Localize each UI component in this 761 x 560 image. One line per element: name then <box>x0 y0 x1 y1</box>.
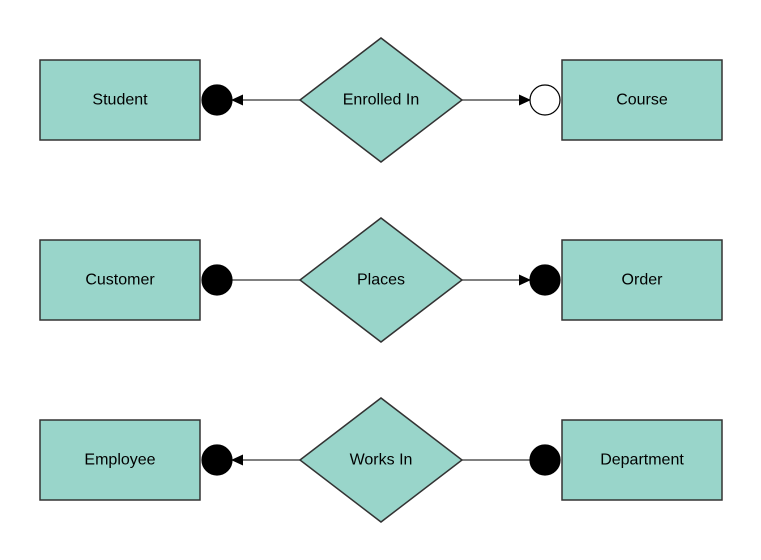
entity-customer-label: Customer <box>85 272 155 289</box>
right-cardinality-circle-filled <box>529 264 561 296</box>
right-cardinality-circle-filled <box>529 444 561 476</box>
right-cardinality-circle-open <box>529 84 561 116</box>
left-arrowhead <box>231 454 243 466</box>
right-arrowhead <box>519 94 531 106</box>
relationship-enrolled-in-label: Enrolled In <box>343 92 420 109</box>
entity-student-label: Student <box>92 92 148 109</box>
relationship-works-in-label: Works In <box>350 452 413 469</box>
entity-student <box>39 59 201 141</box>
left-arrowhead <box>231 94 243 106</box>
entity-order-label: Order <box>622 272 664 289</box>
relationship-row-employee-department: Employee Department Works In <box>39 397 723 523</box>
left-cardinality-circle-filled <box>201 84 233 116</box>
entity-department-label: Department <box>600 452 684 469</box>
entity-course-label: Course <box>616 92 668 109</box>
entity-employee-label: Employee <box>84 452 155 469</box>
right-arrowhead <box>519 274 531 286</box>
left-cardinality-circle-filled <box>201 264 233 296</box>
entity-department <box>561 419 723 501</box>
left-cardinality-circle-filled <box>201 444 233 476</box>
entity-employee <box>39 419 201 501</box>
relationship-places-label: Places <box>357 272 405 289</box>
relationship-row-student-course: Student Course Enrolled In <box>39 37 723 163</box>
entity-order <box>561 239 723 321</box>
relationship-row-customer-order: Customer Order Places <box>39 217 723 343</box>
entity-customer <box>39 239 201 321</box>
entity-course <box>561 59 723 141</box>
